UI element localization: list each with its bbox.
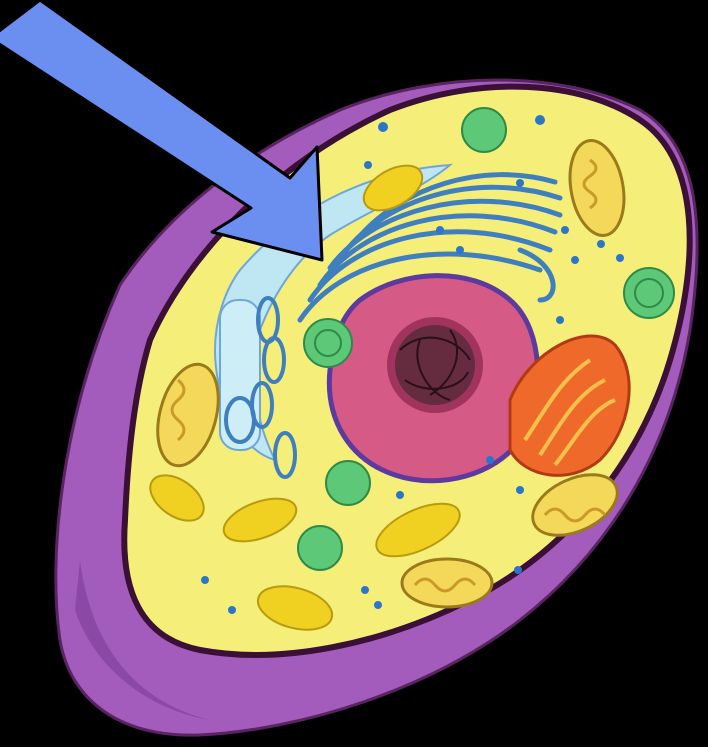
mitochondrion bbox=[402, 559, 492, 607]
arrow-shape bbox=[0, 0, 322, 260]
nucleus bbox=[329, 276, 537, 481]
pointer-arrow bbox=[0, 0, 322, 260]
